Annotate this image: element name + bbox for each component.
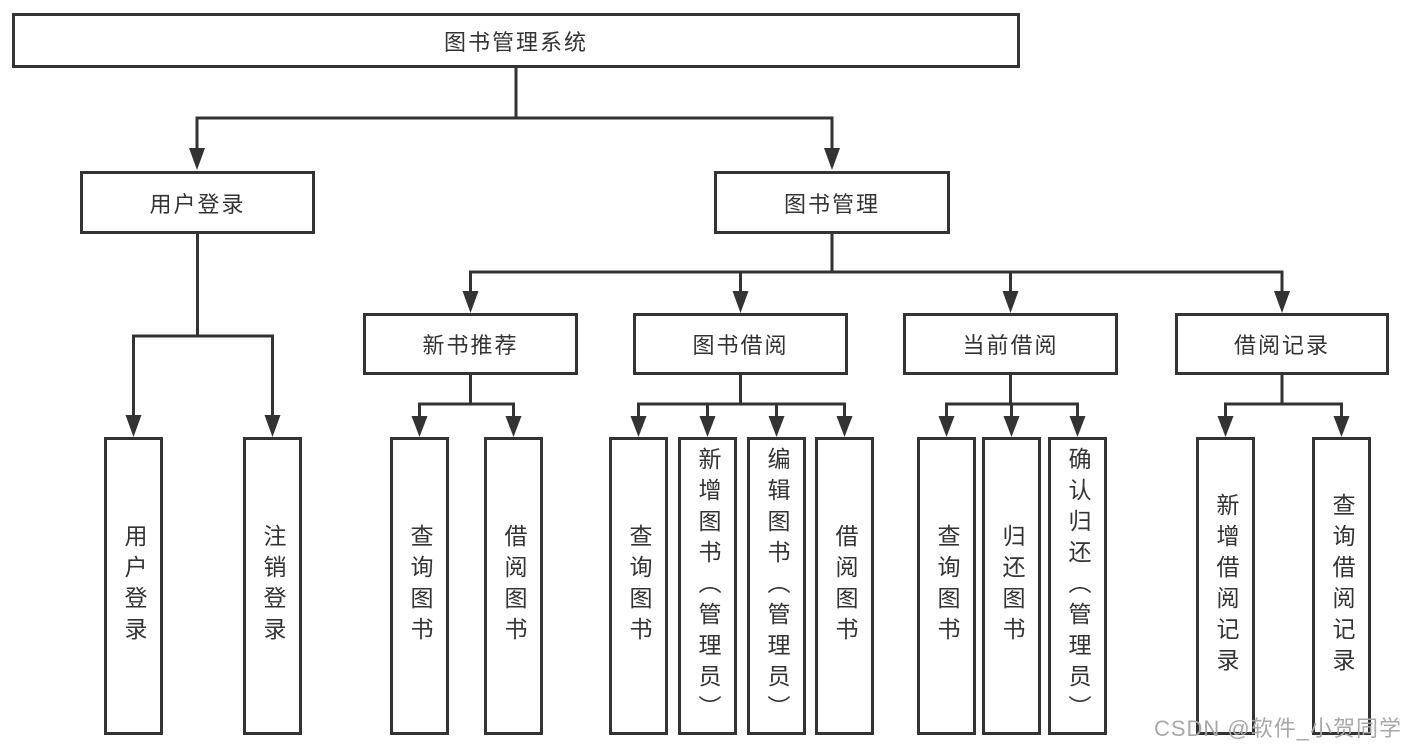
- node-user-login: 用户登录: [80, 171, 315, 234]
- node-borrow-records: 借阅记录: [1175, 313, 1389, 375]
- leaf-borrow-add-books-admin: 新增图书（管理员）: [678, 437, 737, 735]
- leaf-current-query-books: 查询图书: [917, 437, 976, 735]
- arrowheads: [125, 148, 1350, 437]
- leaf-label: 归还图书: [999, 524, 1025, 648]
- leaf-label: 借阅图书: [832, 524, 858, 648]
- leaf-label: 查询图书: [934, 524, 960, 648]
- leaf-user-login: 用户登录: [104, 437, 163, 735]
- leaf-records-query-borrow-record: 查询借阅记录: [1312, 437, 1371, 735]
- leaf-recommend-borrow-books: 借阅图书: [484, 437, 543, 735]
- leaf-borrow-edit-books-admin: 编辑图书（管理员）: [747, 437, 806, 735]
- leaf-recommend-query-books: 查询图书: [390, 437, 449, 735]
- leaf-label: 确认归还（管理员）: [1065, 446, 1091, 726]
- leaf-label: 查询图书: [626, 524, 652, 648]
- node-book-management: 图书管理: [714, 171, 950, 234]
- node-current-borrow: 当前借阅: [903, 313, 1118, 375]
- leaf-borrow-borrow-books: 借阅图书: [815, 437, 874, 735]
- leaf-label: 查询图书: [407, 524, 433, 648]
- csdn-watermark: CSDN @软件_小贺同学: [1153, 716, 1402, 741]
- leaf-label: 编辑图书（管理员）: [764, 446, 790, 726]
- leaf-records-add-borrow-record: 新增借阅记录: [1196, 437, 1255, 735]
- leaf-label: 用户登录: [121, 524, 147, 648]
- leaf-current-return-books: 归还图书: [982, 437, 1041, 735]
- leaf-label: 新增借阅记录: [1213, 493, 1239, 679]
- leaf-label: 注销登录: [260, 524, 286, 648]
- node-new-book-recommend: 新书推荐: [363, 313, 578, 375]
- node-library-system: 图书管理系统: [12, 13, 1020, 68]
- leaf-label: 借阅图书: [501, 524, 527, 648]
- leaf-borrow-query-books: 查询图书: [609, 437, 668, 735]
- leaf-logout: 注销登录: [243, 437, 302, 735]
- node-book-borrow: 图书借阅: [633, 313, 848, 375]
- leaf-label: 查询借阅记录: [1329, 493, 1355, 679]
- leaf-current-confirm-return-admin: 确认归还（管理员）: [1048, 437, 1107, 735]
- leaf-label: 新增图书（管理员）: [695, 446, 721, 726]
